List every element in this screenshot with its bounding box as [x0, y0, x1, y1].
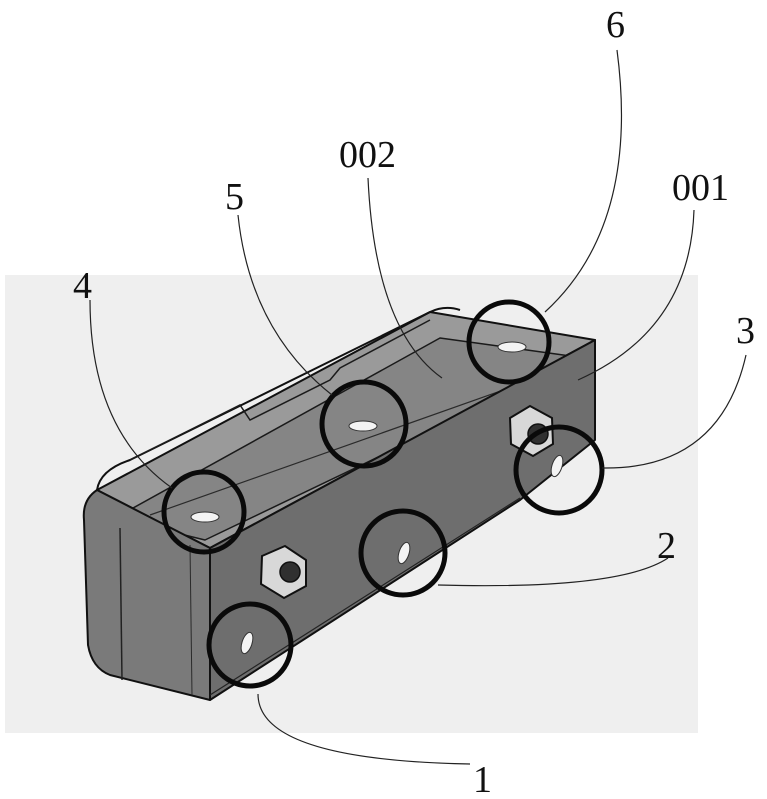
block-raised-lip [129, 319, 431, 461]
ring-4 [161, 469, 247, 555]
end-face-edge-2 [189, 544, 193, 696]
block-shoulder [96, 306, 461, 491]
callout-1: 1 [473, 759, 492, 799]
end-face-edge [119, 527, 123, 681]
top-hole-4 [190, 511, 220, 523]
channel-groove [149, 369, 561, 516]
callout-labels: 1 2 3 4 5 6 001 002 [73, 4, 755, 799]
leader-1 [257, 693, 471, 765]
leader-3 [601, 354, 747, 469]
ring-2 [358, 508, 448, 598]
callout-001: 001 [672, 167, 729, 209]
ring-6 [466, 299, 552, 385]
callout-002: 002 [339, 134, 396, 176]
callout-3: 3 [736, 310, 755, 352]
front-bottom-edge [209, 497, 521, 696]
leader-002 [367, 177, 443, 379]
ring-3 [513, 424, 605, 516]
side-hole-1 [240, 631, 254, 655]
ring-5 [319, 379, 409, 469]
leader-5 [237, 214, 333, 396]
side-hole-2 [397, 541, 411, 565]
callout-4: 4 [73, 265, 92, 307]
side-hole-3 [550, 454, 564, 478]
hex-nut-left [259, 544, 307, 600]
block-assembly [82, 306, 596, 701]
leader-6 [544, 49, 622, 313]
top-hole-5 [348, 420, 378, 432]
leader-001 [577, 209, 695, 381]
ring-1 [206, 601, 294, 689]
leader-2 [437, 557, 669, 587]
leader-lines [89, 49, 747, 765]
highlight-rings [161, 299, 605, 689]
callout-6: 6 [606, 4, 625, 46]
callout-5: 5 [225, 176, 244, 218]
top-hole-6 [497, 341, 527, 353]
leader-4 [89, 299, 173, 489]
callout-2: 2 [657, 525, 676, 567]
